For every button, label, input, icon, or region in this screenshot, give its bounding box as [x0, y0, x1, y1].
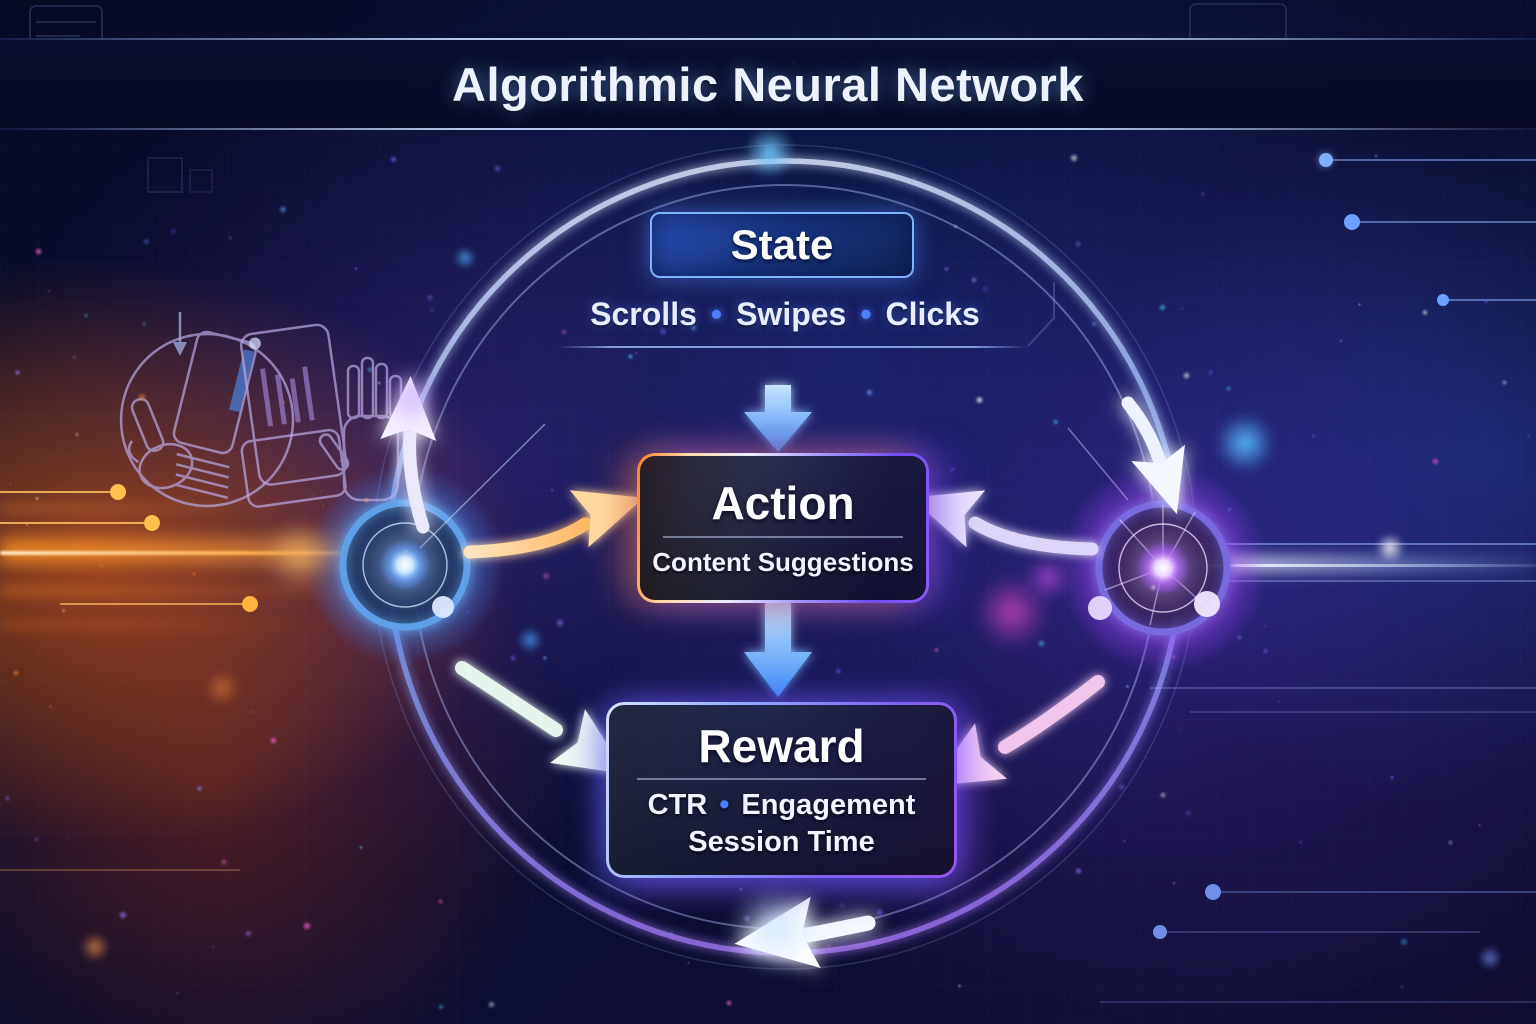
- divider: [662, 535, 904, 538]
- down-arrow-icon: [173, 312, 187, 356]
- state-item: Swipes: [736, 296, 847, 332]
- state-behaviors: Scrolls • Swipes • Clicks: [368, 296, 1202, 333]
- action-node: Action Content Suggestions: [637, 453, 929, 603]
- phone-swipe-icon: [239, 323, 403, 508]
- state-item: Scrolls: [590, 296, 697, 332]
- reward-node: Reward CTR • Engagement Session Time: [606, 702, 957, 878]
- reward-label: Reward: [698, 719, 865, 772]
- state-item: Clicks: [885, 296, 980, 332]
- circuit-decor: [0, 3, 1536, 1003]
- arrow-ring-right-down: [1121, 396, 1185, 515]
- arrow-action-to-reward: [744, 600, 812, 697]
- divider: [636, 778, 927, 781]
- action-subtitle: Content Suggestions: [652, 546, 914, 577]
- bullet-separator: •: [710, 296, 723, 332]
- reward-metrics: CTR • Engagement: [648, 789, 916, 822]
- arrow-into-action-right: [911, 490, 1099, 556]
- reward-metric: CTR: [647, 789, 708, 822]
- neural-node-right: [1058, 427, 1268, 673]
- reward-metric: Engagement: [741, 789, 916, 822]
- reward-secondary-metric: Session Time: [688, 826, 875, 859]
- bullet-separator: •: [719, 789, 730, 822]
- page-title: Algorithmic Neural Network: [452, 57, 1084, 111]
- state-node: State: [650, 212, 914, 278]
- action-label: Action: [711, 477, 855, 530]
- arrow-into-action-left: [463, 490, 644, 559]
- arrow-state-to-action: [744, 385, 812, 452]
- state-underline: [556, 346, 1028, 348]
- phone-tap-icon: [119, 330, 295, 508]
- bullet-separator: •: [860, 296, 872, 332]
- title-band: Algorithmic Neural Network: [0, 38, 1536, 130]
- state-label: State: [730, 221, 834, 268]
